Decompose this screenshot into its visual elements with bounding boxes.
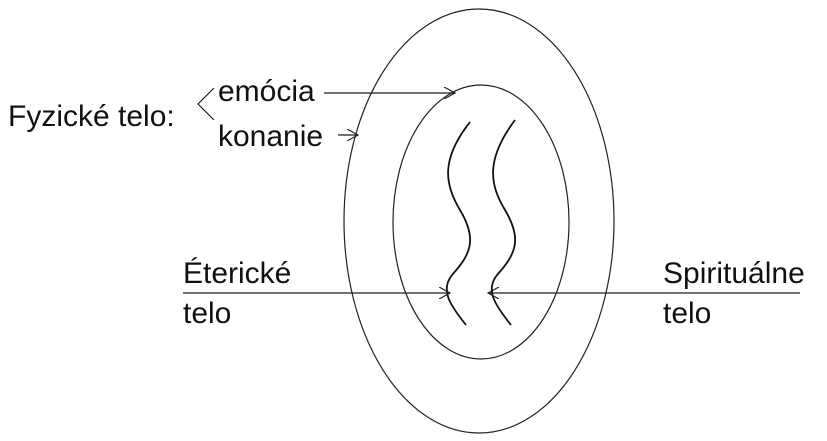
wavy-line-left bbox=[445, 121, 471, 326]
physical-body-label: Fyzické telo: bbox=[8, 100, 175, 133]
etheric-label-line2: telo bbox=[183, 297, 231, 330]
wavy-line-right bbox=[490, 119, 516, 326]
spiritual-label-line2: telo bbox=[663, 297, 711, 330]
emotion-label: emócia bbox=[218, 75, 315, 108]
inner-ellipse-etheric bbox=[392, 84, 570, 360]
bracket bbox=[197, 87, 215, 121]
outer-ellipse-physical bbox=[343, 8, 615, 434]
action-label: konanie bbox=[218, 120, 323, 153]
spiritual-label-line1: Spirituálne bbox=[663, 257, 805, 290]
etheric-label-line1: Éterické bbox=[183, 257, 291, 290]
